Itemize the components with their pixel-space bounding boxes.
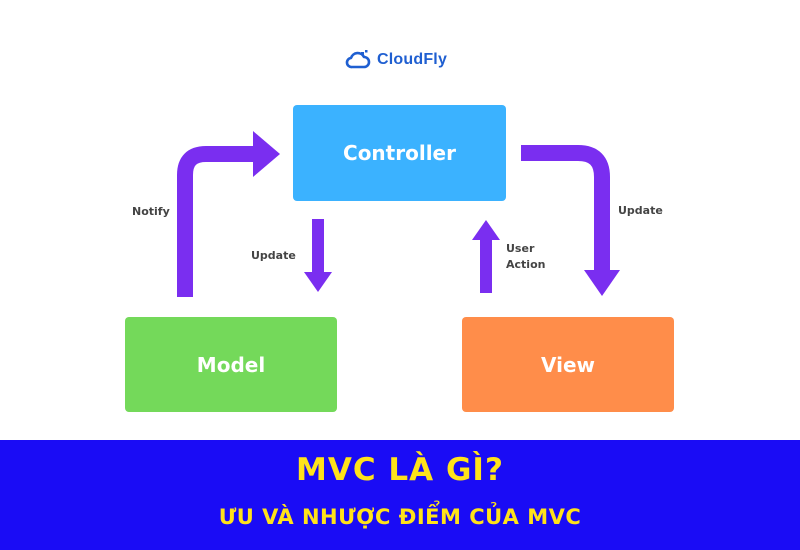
user-action-shaft [480, 238, 492, 293]
update-left-shaft [312, 219, 324, 274]
user-action-label: User Action [506, 241, 545, 273]
cloud-icon [345, 50, 371, 69]
update-right-label: Update [618, 204, 663, 217]
controller-box: Controller [293, 105, 506, 201]
notify-arrow [177, 146, 255, 297]
model-box: Model [125, 317, 337, 412]
view-label: View [540, 352, 596, 377]
notify-arrowhead [253, 131, 280, 177]
user-action-line1: User [506, 242, 535, 255]
notify-label: Notify [132, 205, 170, 218]
update-left-arrowhead [304, 272, 332, 292]
user-action-arrowhead [472, 220, 500, 240]
update-right-arrowhead [584, 270, 620, 296]
user-action-line2: Action [506, 258, 546, 271]
title-banner [0, 440, 800, 550]
banner-title: MVC LÀ GÌ? [296, 452, 504, 488]
logo-text: CloudFly [377, 51, 448, 68]
update-left-label: Update [251, 249, 296, 262]
mvc-arrows [177, 131, 620, 297]
view-box: View [462, 317, 674, 412]
banner-subtitle: ƯU VÀ NHƯỢC ĐIỂM CỦA MVC [218, 505, 582, 529]
update-right-arrow [521, 145, 610, 272]
model-label: Model [196, 352, 266, 377]
controller-label: Controller [343, 141, 456, 165]
cloudfly-logo: CloudFly [345, 46, 447, 74]
